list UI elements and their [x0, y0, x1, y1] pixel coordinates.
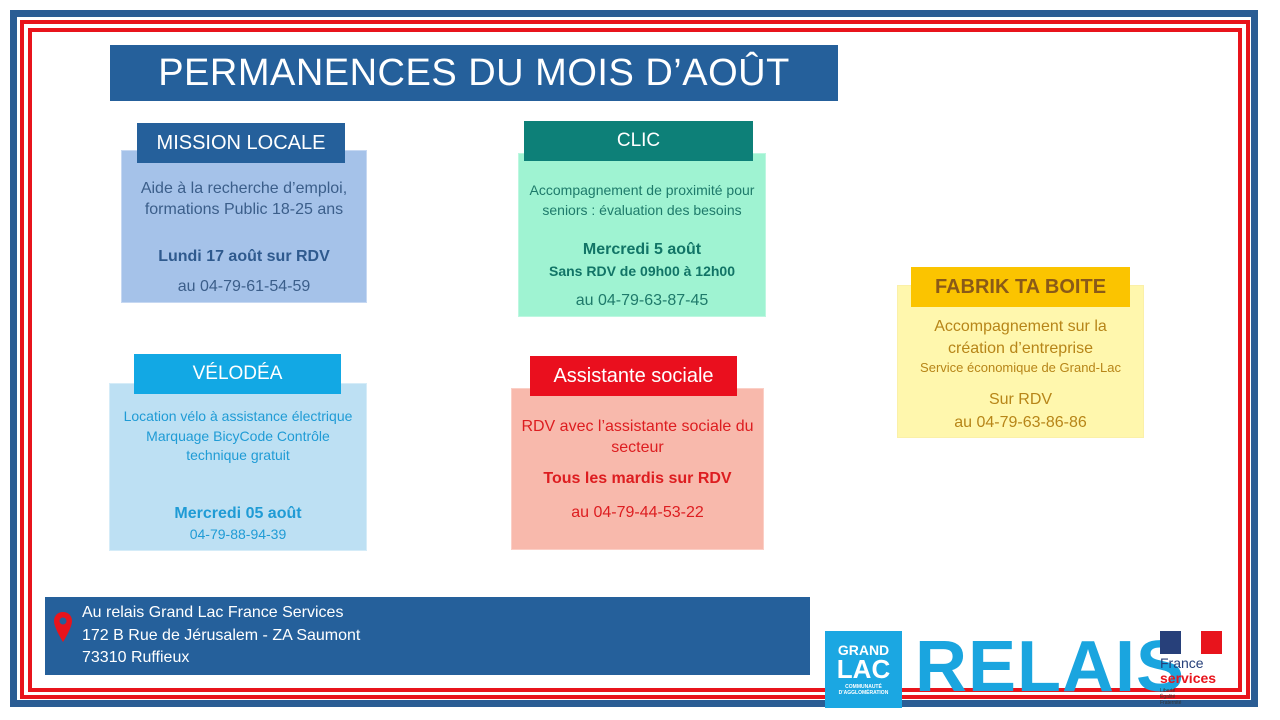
assistante-sociale-schedule: Tous les mardis sur RDV [543, 470, 732, 487]
mission-locale-description: Aide à la recherche d’emploi, formations… [140, 180, 348, 218]
address-text: Au relais Grand Lac France Services 172 … [82, 602, 360, 670]
mission-locale-date: Lundi 17 août sur RDV [158, 248, 330, 265]
fabrik-header: FABRIK TA BOITE [911, 267, 1130, 307]
assistante-sociale-description: RDV avec l’assistante sociale du secteur [521, 418, 754, 456]
velodea-header: VÉLODÉA [134, 354, 341, 394]
fabrik-description: Accompagnement sur la création d’entrepr… [934, 318, 1107, 358]
address-line-1: Au relais Grand Lac France Services [82, 604, 344, 621]
assistante-sociale-phone: au 04-79-44-53-22 [571, 504, 704, 521]
outer-blue-frame [10, 10, 1258, 707]
assistante-sociale-header: Assistante sociale [530, 356, 737, 396]
mission-locale-header: MISSION LOCALE [137, 123, 345, 163]
fabrik-card: Accompagnement sur la création d’entrepr… [897, 285, 1144, 438]
address-banner: Au relais Grand Lac France Services 172 … [45, 597, 810, 675]
clic-description: Accompagnement de proximité pour seniors… [529, 182, 755, 218]
velodea-card: Location vélo à assistance électrique Ma… [109, 383, 367, 551]
inner-red-frame [28, 28, 1242, 692]
clic-header: CLIC [524, 121, 753, 161]
velodea-phone: 04-79-88-94-39 [189, 526, 287, 542]
clic-phone: au 04-79-63-87-45 [575, 292, 709, 309]
velodea-description: Location vélo à assistance électrique Ma… [123, 408, 353, 464]
assistante-sociale-card: RDV avec l’assistante sociale du secteur… [511, 388, 764, 550]
france-services-logo: France services Liberté Égalité Fraterni… [1160, 631, 1224, 706]
mission-locale-phone: au 04-79-61-54-59 [177, 278, 311, 295]
france-label: France [1160, 655, 1204, 671]
fabrik-phone: au 04-79-63-86-86 [954, 414, 1087, 431]
republic-motto: Liberté Égalité Fraternité [1160, 688, 1182, 706]
relais-logo-text: RELAIS [915, 627, 1186, 707]
fabrik-service-note: Service économique de Grand-Lac [920, 360, 1121, 375]
mission-locale-card: Aide à la recherche d’emploi, formations… [121, 150, 367, 303]
page-title: PERMANENCES DU MOIS D’AOÛT [110, 45, 838, 101]
services-label: services [1160, 670, 1217, 686]
clic-card: Accompagnement de proximité pour seniors… [518, 153, 766, 317]
address-line-2: 172 B Rue de Jérusalem - ZA Saumont [82, 626, 361, 644]
location-pin-icon [54, 612, 72, 642]
address-line-3: 73310 Ruffieux [82, 649, 190, 666]
french-flag-icon [1160, 631, 1222, 654]
velodea-date: Mercredi 05 août [174, 505, 302, 522]
clic-date: Mercredi 5 août [582, 241, 702, 258]
fabrik-rdv: Sur RDV [988, 391, 1053, 408]
clic-hours: Sans RDV de 09h00 à 12h00 [549, 263, 735, 279]
grand-lac-logo: GRAND LAC COMMUNAUTÉ D’AGGLOMÉRATION [825, 631, 902, 708]
outer-red-frame [20, 20, 1250, 699]
